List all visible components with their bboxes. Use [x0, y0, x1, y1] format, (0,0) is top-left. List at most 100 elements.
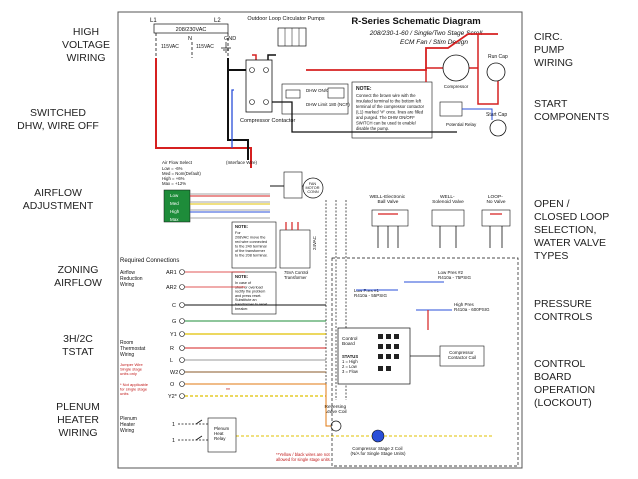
airflow-dip-block	[163, 189, 191, 223]
control-board-status: STATUS 1 = High 2 = Low 3 = Flow	[342, 354, 359, 374]
supply-box	[153, 23, 229, 34]
schematic-frame	[117, 11, 523, 469]
high-pres-label: High Pres R410a - 600PSIG	[454, 302, 490, 312]
label-airflow-adjustment: AIRFLOW ADJUSTMENT	[22, 187, 94, 212]
l2-label: L2	[214, 18, 221, 24]
airflow-reduction-label: Airflow Reduction Wiring	[120, 270, 144, 288]
fan-motor-label: FAN MOTOR CONN	[305, 182, 320, 194]
control-dashed-frame	[331, 257, 519, 467]
stage2-coil-label: Compressor Stage 2 Coil (N/A for Single …	[350, 446, 406, 456]
y1-terminal: Y1	[170, 332, 177, 338]
low-pres2-label: Low Pres #2 R410a - 75PSIG	[438, 270, 472, 280]
ground-symbol	[221, 42, 231, 53]
g-terminal: G	[172, 319, 176, 325]
supply-dashed-lines	[155, 33, 229, 58]
control-board-label: Control Board	[342, 336, 359, 347]
not-applicable-label: * Not applicable for single stage units	[120, 382, 149, 396]
airflow-dip-low: Low	[170, 193, 179, 198]
note1-box	[351, 81, 433, 139]
airflow-dip-med: Med	[170, 201, 179, 206]
plenum-relay-label: Plenum Heat Relay	[214, 426, 231, 441]
pressure-switch-lines	[356, 281, 452, 311]
ar1-terminal: AR1	[166, 270, 177, 276]
pump-terminal-lines	[284, 28, 300, 46]
airflow-dip-high: High	[170, 209, 180, 214]
label-tstat: 3H/2C TSTAT	[62, 333, 94, 358]
interface-wire-label: (Interface Wire)	[226, 160, 258, 165]
label-control-board-operation: CONTROL BOARD OPERATION (LOCKOUT)	[534, 358, 596, 409]
o-terminal: O	[170, 382, 175, 388]
l1-label: L1	[150, 18, 157, 24]
plenum-relay-box	[207, 417, 237, 453]
plenum-terminal-1b: 1	[172, 438, 175, 444]
y2-terminal: Y2*	[168, 394, 178, 400]
plenum-switch	[195, 419, 203, 441]
start-cap-label: Start Cap	[486, 112, 507, 118]
red-wire-main	[155, 58, 252, 168]
airflow-select-lines: Low = -6% Med = Nom(Default) High = +6% …	[162, 166, 202, 186]
y2-star: **	[226, 388, 230, 394]
transformer	[279, 229, 311, 269]
airflow-select-title: Air Flow Select	[162, 160, 193, 165]
jumper-wire-label: Jumper Wire Single stage units only	[120, 362, 144, 376]
label-start-components: START COMPONENTS	[534, 98, 610, 123]
n-label: N	[188, 36, 192, 42]
label-circ-pump: CIRC. PUMP WIRING	[534, 31, 574, 69]
run-cap-label: Run Cap	[488, 54, 508, 60]
note1-text: Connect the brown wire with the insulate…	[356, 93, 425, 131]
l-terminal: L	[170, 358, 173, 364]
pump-title: Outdoor Loop Circulator Pumps	[247, 16, 325, 22]
wire-ar-pink	[185, 271, 245, 288]
required-connections-title: Required Connections	[120, 258, 179, 264]
reversing-wire-orange	[325, 384, 331, 427]
note2-title: NOTE:	[235, 224, 248, 229]
compressor-label: Compressor	[444, 84, 469, 89]
fan-motor-symbol	[302, 177, 324, 199]
well-solenoid-label: WELL- Solenoid Valve	[432, 194, 464, 205]
note3-title: NOTE:	[235, 274, 248, 279]
label-plenum-heater: PLENUM HEATER WIRING	[56, 401, 100, 439]
control-board-terminals	[378, 334, 399, 371]
run-cap-symbol	[486, 62, 506, 82]
compressor-coil-label: Compressor Contactor Coil	[448, 350, 477, 360]
contactor-terminal	[263, 99, 269, 105]
left-bus-vertical	[325, 200, 347, 400]
airflow-harness	[190, 193, 270, 219]
blue-start-wire	[462, 108, 493, 120]
airflow-dip-max: Max	[170, 217, 179, 222]
plenum-heater-wiring-label: Plenum Heater Wiring	[120, 416, 138, 434]
label-zoning-airflow: ZONING AIRFLOW	[54, 264, 102, 289]
v115a-label: 115VAC	[161, 44, 179, 50]
valve-wires	[377, 226, 503, 248]
reversing-valve-coil	[330, 420, 342, 432]
note2-text: For 208VAC move the red wire connected t…	[235, 231, 268, 258]
contactor-terminal	[263, 67, 269, 73]
c-terminal: C	[172, 303, 176, 309]
schematic-subtitle1: 208/230-1-60 / Single/Two Stage Scroll	[369, 30, 483, 37]
plenum-terminal-1a: 1	[172, 422, 175, 428]
loop-no-valve-label: LOOP- No Valve	[486, 194, 505, 205]
footnote: **Yellow / black wires are not allowed f…	[276, 452, 331, 462]
ar2-terminal: AR2	[166, 285, 177, 291]
label-switched-dhw: SWITCHED DHW, WIRE OFF	[17, 107, 99, 132]
contactor-terminal	[249, 67, 255, 73]
transformer-wires	[285, 222, 299, 230]
note1-title: NOTE:	[356, 86, 372, 92]
contactor-terminal	[249, 99, 255, 105]
valve-terminal-blocks	[371, 209, 511, 227]
label-pressure-controls: PRESSURE CONTROLS	[534, 298, 593, 323]
dhw-pump-label: DHW ON/OFF	[306, 88, 335, 93]
compressor-contactor-label: Compressor Contactor	[240, 118, 295, 124]
potential-relay-label: Potential Relay	[446, 122, 477, 127]
transformer-label: 75VA Control Transformer	[284, 270, 310, 280]
note2-box	[231, 221, 277, 269]
room-thermostat-label: Room Thermostat Wiring	[120, 340, 147, 358]
fan-connector	[283, 171, 303, 199]
black-wire-main	[227, 58, 249, 160]
compressor-contactor	[245, 59, 273, 113]
v24ac-label: 24VAC	[312, 235, 317, 250]
black-wire-right	[272, 101, 457, 133]
compressor-symbol	[442, 54, 470, 82]
note3-box	[231, 271, 277, 315]
blue-wire	[231, 89, 234, 148]
